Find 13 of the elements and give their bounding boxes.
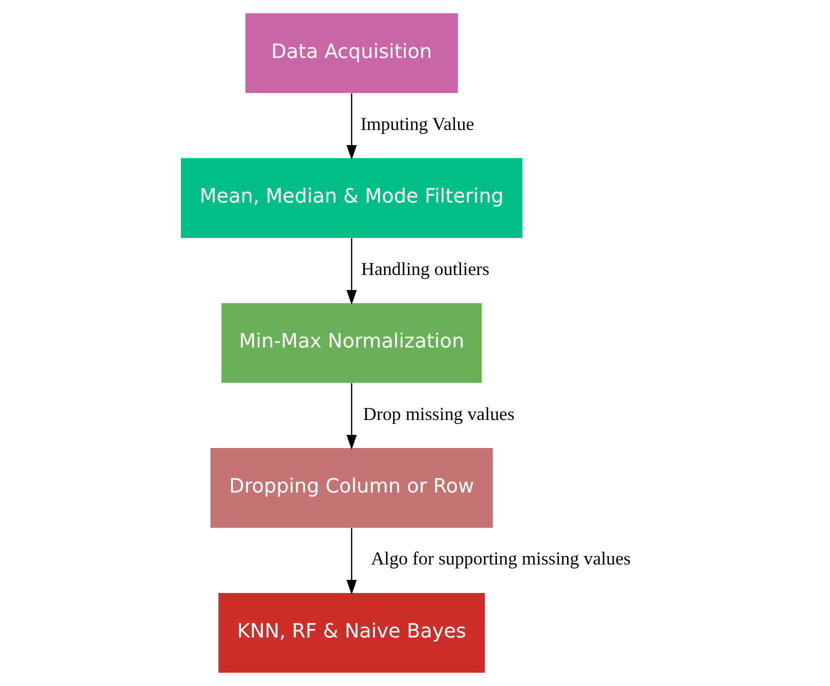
edge-label: Handling outliers xyxy=(360,258,489,279)
arrow xyxy=(346,528,356,595)
node-box: Min-Max Normalization xyxy=(220,303,482,383)
node-box: Dropping Column or Row xyxy=(210,448,492,528)
arrow xyxy=(346,383,356,450)
arrow xyxy=(346,238,356,305)
edge-label: Drop missing values xyxy=(362,404,514,424)
edge-label: Imputing Value xyxy=(360,114,474,134)
node-box: Data Acquisition xyxy=(244,13,458,94)
edge-label: Algo for supporting missing values xyxy=(370,548,630,569)
node-box: Mean, Median & Mode Filtering xyxy=(180,158,522,238)
arrow xyxy=(346,93,356,160)
node-box: KNN, RF & Naive Bayes xyxy=(218,592,484,673)
